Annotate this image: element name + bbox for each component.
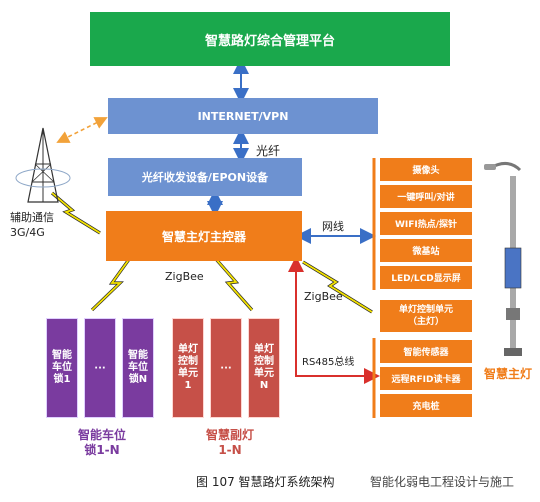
sub-unit-1: 单灯 控制 单元 1 [172, 318, 204, 418]
fiber-device: 光纤收发设备/EPON设备 [108, 158, 302, 196]
cell-tower-icon [15, 127, 71, 203]
figure-caption: 图 107 智慧路灯系统架构 [196, 475, 335, 489]
management-platform: 智慧路灯综合管理平台 [90, 12, 450, 66]
zigbee-left-label: ZigBee [165, 270, 204, 283]
right-item-charger: 充电桩 [380, 394, 472, 417]
sub-unit-ellipsis: ··· [210, 318, 242, 418]
lightning-zigbee-mid [213, 256, 254, 312]
watermark: 智能化弱电工程设计与施工 [370, 475, 515, 489]
fiber-label: 光纤 [256, 144, 281, 158]
internet-vpn: INTERNET/VPN [108, 98, 378, 134]
rs485-bus [288, 256, 380, 384]
parking-group-label: 智能车位 锁1-N [77, 428, 126, 457]
arrow-tower-internet [56, 117, 108, 143]
right-item-call: 一键呼叫/对讲 [380, 185, 472, 208]
parking-lock-n: 智能 车位 锁N [122, 318, 154, 418]
rs485-label: RS485总线 [302, 357, 355, 368]
right-item-camera: 摄像头 [380, 158, 472, 181]
parking-lock-ellipsis: ··· [84, 318, 116, 418]
sub-unit-n: 单灯 控制 单元 N [248, 318, 280, 418]
single-unit-main: 单灯控制单元 （主灯） [380, 300, 472, 332]
right-item-wifi: WIFI热点/探针 [380, 212, 472, 235]
right-item-sensor: 智能传感器 [380, 340, 472, 363]
parking-lock-1: 智能 车位 锁1 [46, 318, 78, 418]
zigbee-right-label: ZigBee [304, 290, 343, 303]
main-lamp-controller: 智慧主灯主控器 [106, 211, 302, 261]
right-item-microbase: 微基站 [380, 239, 472, 262]
aux-comm-label: 辅助通信 3G/4G [10, 211, 54, 239]
street-lamp-icon [484, 162, 522, 356]
right-item-led: LED/LCD显示屏 [380, 266, 472, 289]
main-lamp-label: 智慧主灯 [484, 367, 533, 381]
lightning-zigbee-right [302, 260, 373, 314]
network-cable-label: 网线 [322, 220, 344, 233]
right-item-rfid: 远程RFID读卡器 [380, 367, 472, 390]
sub-group-label: 智慧副灯 1-N [205, 428, 254, 457]
